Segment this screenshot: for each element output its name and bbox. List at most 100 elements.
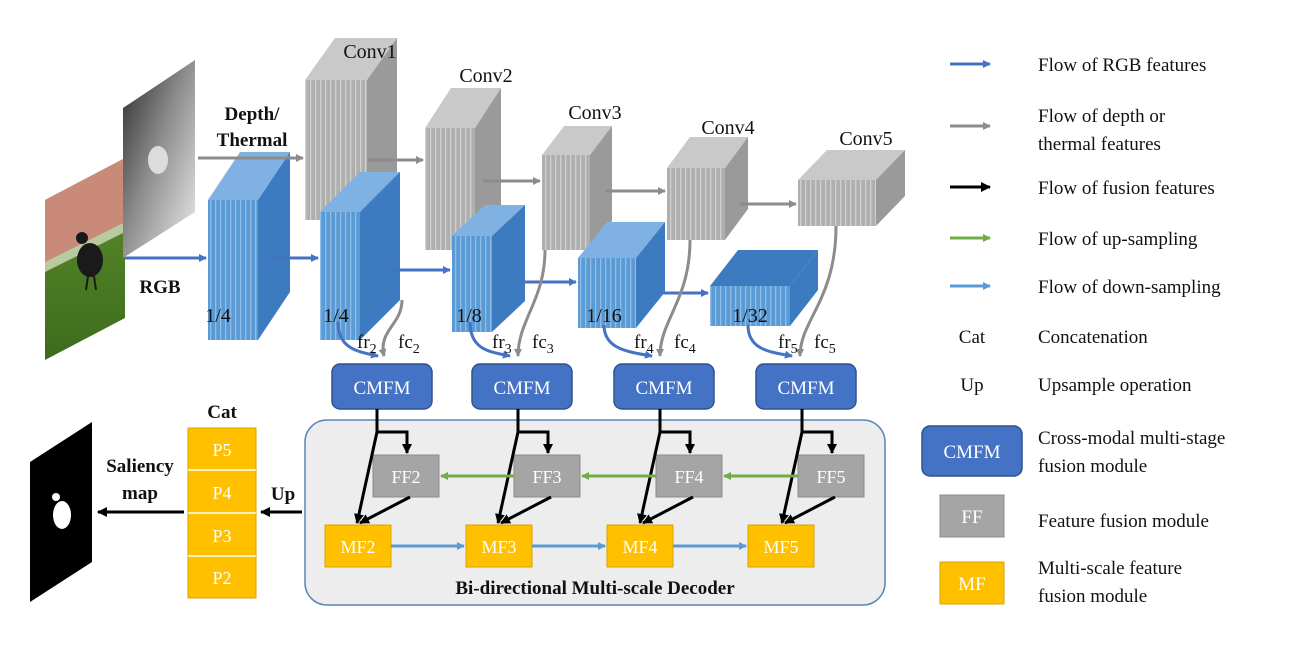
conv4-label: Conv4 [701, 117, 754, 139]
decoder-title: Bi-directional Multi-scale Decoder [455, 578, 735, 599]
conv3-label: Conv3 [568, 102, 621, 124]
svg-text:MF5: MF5 [763, 537, 798, 557]
ff-box-5: FF5 [797, 454, 865, 498]
legend-item-rgb-flow: Flow of RGB features [950, 55, 1206, 76]
cmfm-box-3: CMFM [471, 363, 573, 410]
ff-box-3: FF3 [513, 454, 581, 498]
fr-connectors [336, 321, 793, 359]
svg-text:FF2: FF2 [391, 467, 420, 487]
svg-text:Cat: Cat [959, 327, 986, 348]
decoder-panel [304, 419, 886, 606]
fc-connectors [378, 225, 838, 357]
cat-item-p5: P5 [212, 440, 231, 460]
rgb-cube-4 [578, 222, 665, 328]
legend-item-mf: MF Multi-scale feature fusion module [939, 558, 1182, 607]
depth-thermal-label-1: Depth/ [225, 104, 281, 125]
legend-item-ff: FF Feature fusion module [939, 494, 1209, 538]
svg-text:Flow of up-sampling: Flow of up-sampling [1038, 229, 1198, 250]
ff-box-4: FF4 [655, 454, 723, 498]
svg-text:Upsample operation: Upsample operation [1038, 375, 1192, 396]
fc4-label: fc4 [674, 332, 696, 357]
depth-flow-arrows [198, 154, 797, 208]
legend-item-cat: Cat Concatenation [959, 327, 1148, 348]
svg-text:MF4: MF4 [622, 537, 657, 557]
scale-label-4: 1/16 [586, 305, 622, 327]
fc3-label: fc3 [532, 332, 554, 357]
svg-text:Flow of depth or: Flow of depth or [1038, 106, 1166, 127]
mf-box-5: MF5 [747, 524, 815, 568]
svg-text:CMFM: CMFM [635, 378, 692, 399]
svg-text:Concatenation: Concatenation [1038, 327, 1148, 348]
svg-text:FF4: FF4 [674, 467, 703, 487]
svg-text:MF: MF [958, 574, 985, 595]
cmfm-box-4: CMFM [613, 363, 715, 410]
conv5-label: Conv5 [839, 128, 892, 150]
cat-item-p4: P4 [212, 483, 231, 503]
legend-item-up: Up Upsample operation [960, 375, 1192, 396]
fr4-label: fr4 [634, 332, 654, 357]
up-label: Up [271, 484, 295, 505]
svg-text:FF3: FF3 [532, 467, 561, 487]
svg-text:Flow of fusion features: Flow of fusion features [1038, 178, 1215, 199]
svg-text:CMFM: CMFM [777, 378, 834, 399]
depth-cube-4 [667, 137, 748, 240]
svg-text:MF2: MF2 [340, 537, 375, 557]
svg-text:Up: Up [960, 375, 983, 396]
rgb-cube-2 [320, 172, 400, 340]
scale-label-2: 1/4 [323, 305, 349, 327]
legend-item-depth-flow: Flow of depth or thermal features [950, 106, 1166, 155]
rgb-cube-1 [208, 152, 290, 340]
mf-box-2: MF2 [324, 524, 392, 568]
saliency-label-2: map [122, 483, 158, 504]
cat-item-p3: P3 [212, 526, 231, 546]
svg-text:thermal features: thermal features [1038, 134, 1161, 155]
conv1-label: Conv1 [343, 41, 396, 63]
legend: Flow of RGB features Flow of depth or th… [921, 55, 1225, 607]
scale-label-1: 1/4 [205, 305, 231, 327]
fr2-label: fr2 [357, 332, 377, 357]
depth-cube-3 [542, 126, 612, 250]
svg-text:CMFM: CMFM [493, 378, 550, 399]
legend-item-downsampling-flow: Flow of down-sampling [950, 277, 1221, 298]
svg-text:FF: FF [961, 507, 982, 528]
saliency-map-image [30, 422, 92, 602]
svg-text:Cross-modal multi-stage: Cross-modal multi-stage [1038, 428, 1225, 449]
fc5-label: fc5 [814, 332, 836, 357]
rgb-image [45, 158, 125, 360]
cat-item-p2: P2 [212, 568, 231, 588]
cmfm-box-2: CMFM [331, 363, 433, 410]
fr5-label: fr5 [778, 332, 798, 357]
svg-text:fusion module: fusion module [1038, 456, 1147, 477]
svg-text:Feature fusion module: Feature fusion module [1038, 511, 1209, 532]
scale-label-5: 1/32 [732, 305, 768, 327]
conv2-label: Conv2 [459, 65, 512, 87]
cat-label: Cat [207, 402, 237, 423]
svg-text:Flow of down-sampling: Flow of down-sampling [1038, 277, 1221, 298]
rgb-label: RGB [139, 277, 181, 298]
ff-box-2: FF2 [372, 454, 440, 498]
fc2-label: fc2 [398, 332, 420, 357]
mf-box-4: MF4 [606, 524, 674, 568]
cat-stack: P5 P4 P3 P2 [187, 427, 257, 599]
svg-text:CMFM: CMFM [943, 442, 1000, 463]
rgb-cube-5 [710, 250, 818, 326]
depth-cube-5 [798, 150, 905, 226]
rgb-cube-3 [452, 205, 525, 332]
scale-label-3: 1/8 [456, 305, 482, 327]
depth-image [123, 60, 195, 258]
cmfm-box-5: CMFM [755, 363, 857, 410]
legend-item-cmfm: CMFM Cross-modal multi-stage fusion modu… [921, 425, 1225, 477]
legend-item-upsampling-flow: Flow of up-sampling [950, 229, 1198, 250]
svg-text:MF3: MF3 [481, 537, 516, 557]
svg-text:FF5: FF5 [816, 467, 845, 487]
mf-box-3: MF3 [465, 524, 533, 568]
saliency-label-1: Saliency [106, 456, 174, 477]
svg-text:fusion module: fusion module [1038, 586, 1147, 607]
fr3-label: fr3 [492, 332, 512, 357]
svg-text:CMFM: CMFM [353, 378, 410, 399]
rgb-flow-arrows [125, 254, 709, 297]
svg-text:Multi-scale feature: Multi-scale feature [1038, 558, 1182, 579]
legend-item-fusion-flow: Flow of fusion features [950, 178, 1215, 199]
svg-text:Flow of RGB features: Flow of RGB features [1038, 55, 1206, 76]
